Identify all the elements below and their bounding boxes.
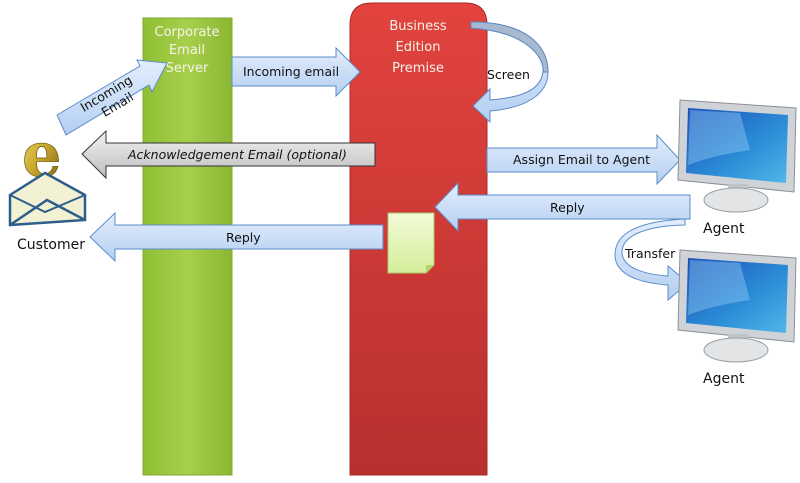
agent-1-label: Agent: [703, 221, 745, 237]
customer-email-icon: e: [8, 118, 87, 227]
server-label-line1: Corporate: [155, 25, 220, 40]
incoming-email-label: Incoming email: [243, 64, 339, 79]
customer-label: Customer: [17, 237, 85, 253]
incoming-email-arrow: Incoming email: [231, 46, 361, 98]
server-label-line3: Server: [166, 61, 209, 76]
reply-customer-label: Reply: [226, 230, 261, 245]
server-label-line2: Email: [169, 43, 205, 58]
reply-to-customer-arrow: Reply: [89, 211, 384, 263]
business-label-line1: Business: [389, 19, 447, 34]
acknowledgement-arrow: Acknowledgement Email (optional): [81, 129, 376, 180]
assign-email-arrow: Assign Email to Agent: [486, 133, 681, 186]
transfer-label: Transfer: [624, 246, 676, 261]
business-label-line3: Premise: [392, 61, 444, 76]
business-label-line2: Edition: [396, 40, 441, 55]
agent-2-label: Agent: [703, 371, 745, 387]
agent-1-monitor-icon: [677, 99, 797, 213]
screen-loop-arrow: Screen: [470, 21, 549, 124]
assign-label: Assign Email to Agent: [513, 152, 650, 167]
acknowledgement-label: Acknowledgement Email (optional): [127, 147, 347, 162]
screen-label: Screen: [487, 67, 530, 82]
reply-agent-label: Reply: [550, 200, 585, 215]
reply-from-agent-arrow: Reply: [434, 181, 691, 233]
agent-2-monitor-icon: [677, 249, 797, 363]
reply-note-icon: [387, 212, 435, 274]
transfer-arrow: Transfer: [614, 218, 689, 302]
